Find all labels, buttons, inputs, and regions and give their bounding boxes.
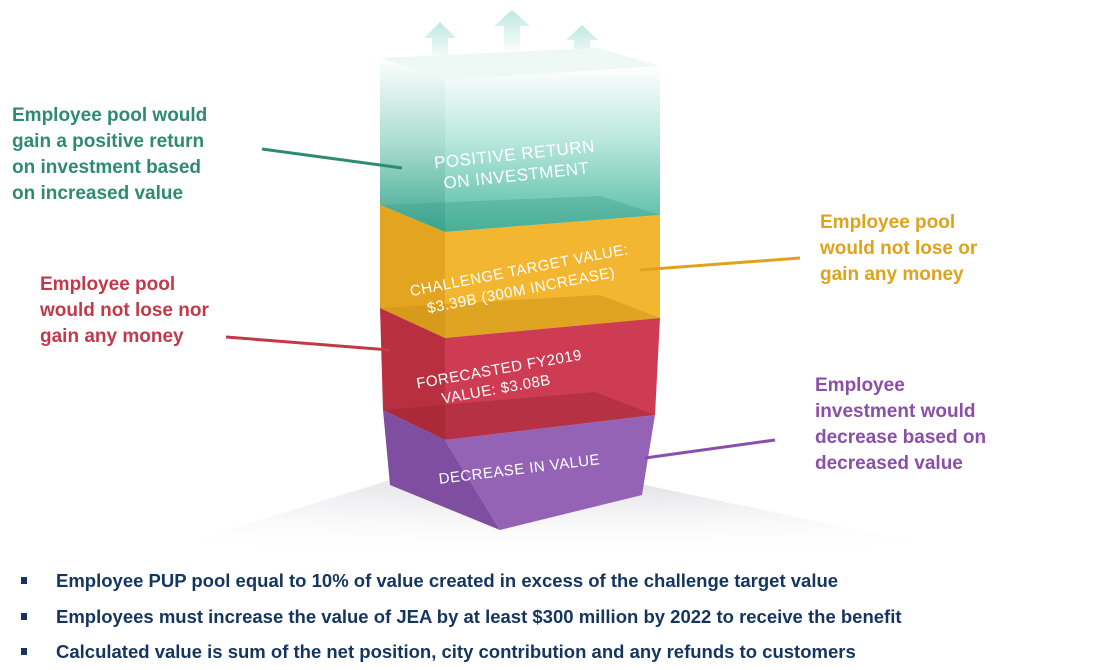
floor-shadow [130,480,1000,560]
connector-green [261,147,403,170]
bullet-list: Employee PUP pool equal to 10% of value … [14,563,1089,670]
block-decrease [383,410,655,530]
bullet-square-icon [21,577,27,584]
callout-decrease: Employee investment would decrease based… [815,375,987,474]
bullet-text: Calculated value is sum of the net posit… [56,641,856,662]
bullet-item: Calculated value is sum of the net posit… [14,634,1089,670]
connector-orange [639,256,801,272]
block-forecasted [380,308,660,440]
bullet-text: Employee PUP pool equal to 10% of value … [56,570,839,591]
bullet-item: Employees must increase the value of JEA… [14,599,1089,635]
bullet-text: Employees must increase the value of JEA… [56,605,902,627]
connector-purple [644,438,776,460]
block-positive-return [380,48,660,232]
callout-no-change-left: Employee pool would not lose nor gain an… [40,274,209,347]
bullet-square-icon [21,648,27,655]
bullet-square-icon [21,612,27,620]
block-challenge-target [380,205,660,338]
callout-no-change-right: Employee pool would not lose or gain any… [820,212,978,285]
bullet-item: Employee PUP pool equal to 10% of value … [14,563,1089,599]
connector-red [225,335,391,352]
callout-positive-return: Employee pool would gain a positive retu… [12,105,208,204]
